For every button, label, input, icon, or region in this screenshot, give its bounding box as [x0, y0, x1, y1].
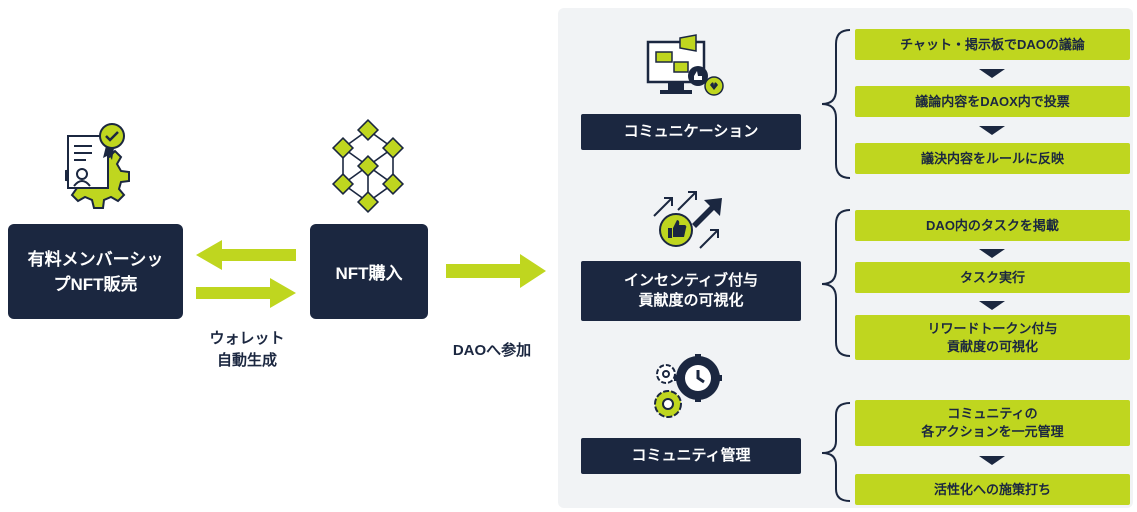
step-community-1: コミュニティの 各アクションを一元管理	[855, 400, 1130, 446]
step-incentive-2: タスク実行	[855, 262, 1130, 293]
category-incentive: インセンティブ付与 貢献度の可視化	[581, 261, 801, 321]
gears-clock-icon	[654, 354, 722, 418]
step-communication-2-label: 議論内容をDAOX内で投票	[915, 93, 1070, 109]
down-triangle-icon	[979, 301, 1005, 310]
certificate-gear-icon	[65, 123, 130, 209]
step-community-2-label: 活性化への施策打ち	[933, 481, 1051, 497]
step-incentive-1-label: DAO内のタスクを掲載	[926, 217, 1059, 233]
brace-community-icon	[821, 402, 851, 502]
step-communication-1-label: チャット・掲示板でDAOの議論	[900, 36, 1085, 52]
down-triangle-icon	[979, 456, 1005, 465]
step-incentive-1: DAO内のタスクを掲載	[855, 210, 1130, 241]
step-community-1-label: コミュニティの 各アクションを一元管理	[921, 406, 1064, 439]
category-incentive-label: インセンティブ付与 貢献度の可視化	[623, 272, 759, 309]
brace-communication-icon	[821, 29, 851, 179]
monitor-megaphone-icon	[646, 34, 724, 96]
step-community-2: 活性化への施策打ち	[855, 474, 1130, 505]
category-communication: コミュニケーション	[581, 114, 801, 150]
blockchain-cubes-icon	[331, 118, 405, 214]
nft-purchase-box: NFT購入	[310, 224, 428, 319]
down-triangle-icon	[979, 249, 1005, 258]
dao-join-caption: DAOへ参加	[452, 342, 532, 359]
category-communication-label: コミュニケーション	[623, 123, 759, 140]
step-communication-1: チャット・掲示板でDAOの議論	[855, 29, 1130, 60]
down-triangle-icon	[979, 126, 1005, 135]
step-communication-3: 議決内容をルールに反映	[855, 143, 1130, 174]
step-incentive-2-label: タスク実行	[959, 269, 1025, 285]
join-dao-arrow-icon	[446, 254, 546, 288]
nft-purchase-label: NFT購入	[335, 264, 403, 283]
wallet-caption: ウォレット 自動生成	[209, 330, 285, 369]
membership-nft-box: 有料メンバーシップNFT販売	[8, 224, 183, 319]
arrows-thumbs-up-icon	[653, 191, 722, 249]
category-community: コミュニティ管理	[581, 438, 801, 474]
step-communication-3-label: 議決内容をルールに反映	[920, 150, 1064, 166]
right-arrow-icon	[196, 278, 296, 308]
step-incentive-3: リワードトークン付与 貢献度の可視化	[855, 315, 1130, 360]
membership-nft-label: 有料メンバーシップNFT販売	[27, 249, 164, 294]
step-communication-2: 議論内容をDAOX内で投票	[855, 86, 1130, 117]
step-incentive-3-label: リワードトークン付与 貢献度の可視化	[927, 320, 1058, 354]
brace-incentive-icon	[821, 209, 851, 357]
down-triangle-icon	[979, 69, 1005, 78]
left-arrow-icon	[196, 240, 296, 270]
category-community-label: コミュニティ管理	[631, 447, 751, 464]
